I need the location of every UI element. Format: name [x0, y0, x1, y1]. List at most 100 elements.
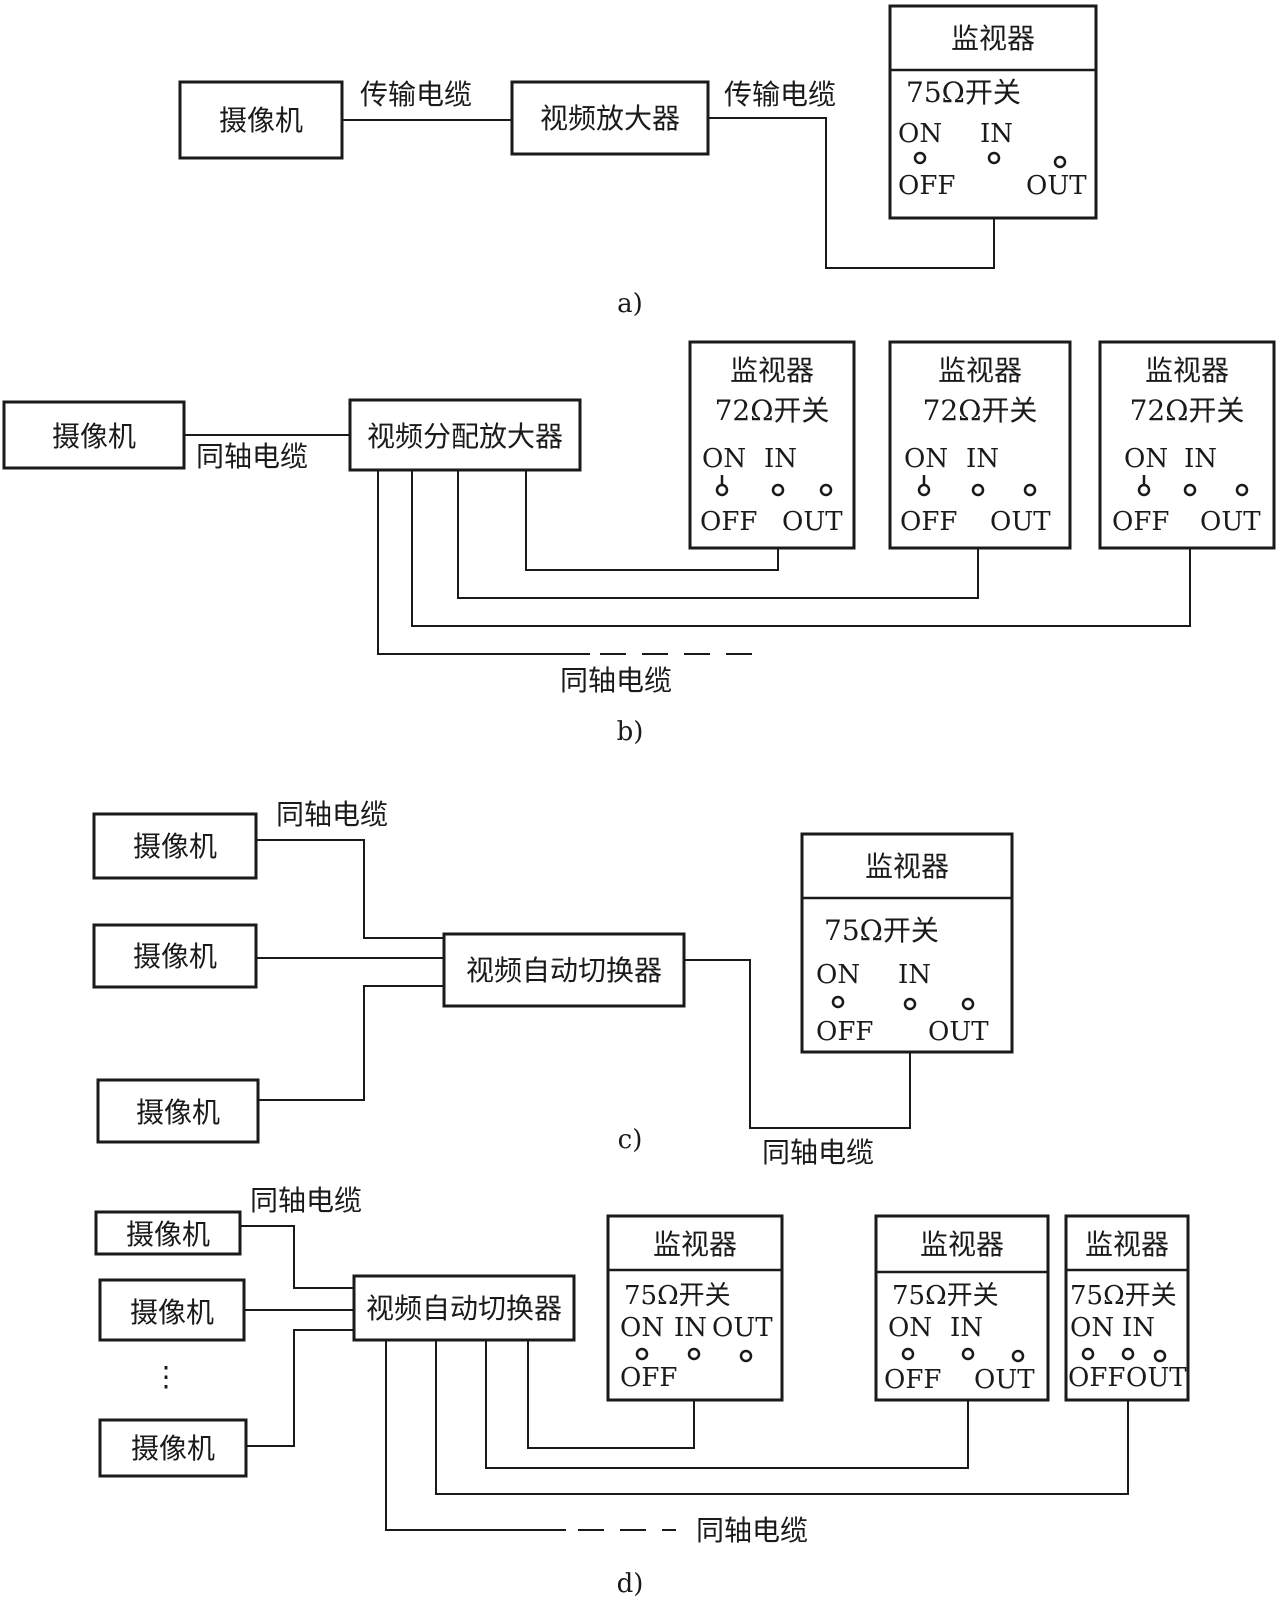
monitor-title: 监视器 [951, 22, 1035, 55]
distribution-amplifier-label: 视频分配放大器 [367, 420, 563, 453]
out-terminal [739, 1349, 753, 1363]
on-terminal [635, 1347, 649, 1361]
camera-box-d3 [98, 1418, 248, 1478]
monitor-title: 监视器 [653, 1228, 737, 1261]
wire-d-cam3 [246, 1329, 354, 1447]
on-terminal [901, 1347, 915, 1361]
cable-label-b2: 同轴电缆 [560, 664, 672, 697]
on-label: ON [816, 960, 860, 990]
camera-label-d2: 摄像机 [130, 1296, 214, 1329]
wire-b-out4 [377, 470, 590, 655]
out-terminal [1235, 483, 1249, 497]
panel-c: 摄像机 摄像机 摄像机 视频自动切换器 同轴电缆 同轴电缆 监视器 75Ω开关 … [92, 798, 1014, 1169]
out-label: OUT [1200, 507, 1261, 537]
in-terminal [971, 483, 985, 497]
monitor-title: 监视器 [1085, 1228, 1169, 1261]
wire-c-cam3 [256, 985, 444, 1101]
in-label: IN [674, 1313, 707, 1343]
monitor-title: 监视器 [865, 850, 949, 883]
off-label: OFF [1068, 1363, 1125, 1393]
wire-d-out2 [485, 1340, 969, 1469]
on-label: ON [702, 444, 746, 474]
switch-label: 75Ω开关 [906, 76, 1021, 109]
camera-box-c3 [96, 1078, 260, 1144]
camera-box-c2 [92, 923, 258, 989]
out-label: OUT [1026, 171, 1087, 201]
out-terminal [1153, 1349, 1167, 1363]
off-label: OFF [884, 1365, 941, 1395]
cable-label-c1: 同轴电缆 [276, 798, 388, 831]
in-label: IN [764, 444, 797, 474]
vertical-ellipsis: ⋮ [152, 1360, 180, 1393]
wire-c-cam1 [256, 839, 444, 939]
monitor-d2: 监视器 75Ω开关 ON IN OFF OUT [874, 1214, 1050, 1402]
switch-label: 72Ω开关 [715, 394, 830, 427]
in-label: IN [980, 119, 1013, 149]
switch-label: 75Ω开关 [892, 1281, 999, 1311]
in-label: IN [1122, 1313, 1155, 1343]
out-terminal [1053, 155, 1067, 169]
subfigure-label-c: c) [618, 1125, 643, 1155]
monitor-b2: 监视器 72Ω开关 ON IN OFF OUT [888, 340, 1072, 550]
in-terminal [687, 1347, 701, 1361]
cable-label-d2: 同轴电缆 [696, 1514, 808, 1547]
on-terminal [831, 995, 845, 1009]
wire-d-out1 [527, 1340, 695, 1449]
amplifier-label-a: 视频放大器 [540, 102, 680, 135]
in-label: IN [950, 1313, 983, 1343]
camera-label-c1: 摄像机 [133, 830, 217, 863]
camera-label-a: 摄像机 [219, 104, 303, 137]
subfigure-label-b: b) [617, 717, 644, 747]
on-terminal [913, 151, 927, 165]
on-terminal [917, 483, 931, 497]
monitor-title: 监视器 [1145, 354, 1229, 387]
off-label: OFF [898, 171, 955, 201]
monitor-title: 监视器 [920, 1228, 1004, 1261]
in-terminal [987, 151, 1001, 165]
monitor-title: 监视器 [938, 354, 1022, 387]
on-label: ON [904, 444, 948, 474]
camera-label-c2: 摄像机 [133, 940, 217, 973]
on-label: ON [1070, 1313, 1114, 1343]
out-label: OUT [974, 1365, 1035, 1395]
switch-label: 75Ω开关 [1070, 1281, 1177, 1311]
monitor-d3: 监视器 75Ω开关 ON IN OFF OUT [1064, 1214, 1190, 1402]
monitor-c: 监视器 75Ω开关 ON IN OFF OUT [800, 832, 1014, 1054]
monitor-a: 监视器 75Ω开关 ON IN OFF OUT [888, 4, 1098, 220]
out-label: OUT [712, 1313, 773, 1343]
auto-switcher-label-c: 视频自动切换器 [466, 954, 662, 987]
out-terminal [1023, 483, 1037, 497]
wire-d-out3 [435, 1340, 1129, 1495]
off-label: OFF [1112, 507, 1169, 537]
camera-label-b: 摄像机 [52, 420, 136, 453]
camera-label-c3: 摄像机 [136, 1096, 220, 1129]
monitor-title: 监视器 [730, 354, 814, 387]
camera-box-d2 [98, 1278, 246, 1342]
auto-switcher-box-c [442, 932, 686, 1008]
panel-d: 摄像机 摄像机 ⋮ 摄像机 视频自动切换器 同轴电缆 同轴电缆 监视器 75Ω开… [94, 1184, 1190, 1599]
out-label: OUT [928, 1017, 989, 1047]
switch-label: 72Ω开关 [923, 394, 1038, 427]
on-label: ON [888, 1313, 932, 1343]
in-terminal [771, 483, 785, 497]
off-label: OFF [900, 507, 957, 537]
monitor-d1: 监视器 75Ω开关 ON IN OUT OFF [606, 1214, 784, 1402]
panel-a: 摄像机 视频放大器 传输电缆 传输电缆 监视器 75Ω开关 ON IN OFF … [178, 4, 1098, 319]
wire-d-out4 [385, 1340, 566, 1531]
out-terminal [961, 997, 975, 1011]
cable-label-a2: 传输电缆 [724, 78, 836, 111]
on-label: ON [898, 119, 942, 149]
monitor-b3: 监视器 72Ω开关 ON IN OFF OUT [1098, 340, 1276, 550]
monitor-b1: 监视器 72Ω开关 ON IN OFF OUT [688, 340, 856, 550]
cable-label-a1: 传输电缆 [360, 78, 472, 111]
switch-label: 75Ω开关 [824, 914, 939, 947]
camera-box-b [2, 400, 186, 470]
camera-box-d1 [94, 1210, 242, 1256]
on-terminal [715, 483, 729, 497]
out-terminal [1011, 1349, 1025, 1363]
in-terminal [1121, 1347, 1135, 1361]
on-terminal [1137, 483, 1151, 497]
on-label: ON [1124, 444, 1168, 474]
on-terminal [1081, 1347, 1095, 1361]
